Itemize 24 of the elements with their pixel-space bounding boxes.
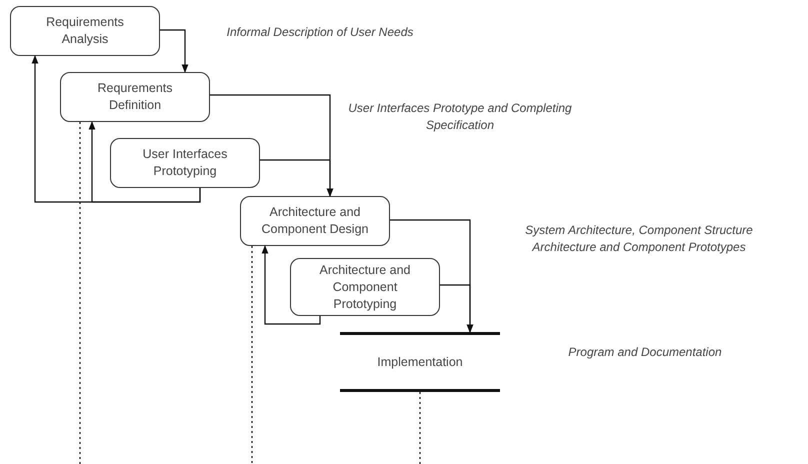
node-label: Architecture and Component Design bbox=[260, 204, 370, 238]
annotation-text: Informal Description of User Needs bbox=[226, 24, 414, 41]
node-label: User Interfaces Prototyping bbox=[142, 146, 228, 180]
node-label: Architecture and Component Prototyping bbox=[318, 262, 412, 312]
arrow bbox=[88, 121, 201, 203]
process-box bbox=[10, 6, 160, 56]
node-label: Requirements Analysis bbox=[45, 14, 125, 48]
arrow bbox=[260, 159, 334, 197]
process-box bbox=[290, 258, 440, 316]
dotted-line bbox=[79, 122, 81, 464]
data-store bbox=[340, 332, 500, 392]
arrow bbox=[160, 29, 188, 73]
node-label: Implementation bbox=[377, 354, 463, 370]
dotted-line bbox=[419, 392, 421, 464]
node-label: Requrements Definition bbox=[96, 80, 174, 114]
dotted-line bbox=[251, 246, 253, 464]
process-box bbox=[60, 72, 210, 122]
arrow bbox=[440, 284, 474, 333]
process-box bbox=[240, 196, 390, 246]
annotation-text: System Architecture, Component Structure Architecture and Component Prototypes bbox=[524, 222, 754, 256]
process-box bbox=[110, 138, 260, 188]
annotation-text: User Interfaces Prototype and Completing Specification bbox=[347, 100, 573, 134]
arrow bbox=[262, 245, 321, 325]
annotation-text: Program and Documentation bbox=[567, 344, 723, 361]
